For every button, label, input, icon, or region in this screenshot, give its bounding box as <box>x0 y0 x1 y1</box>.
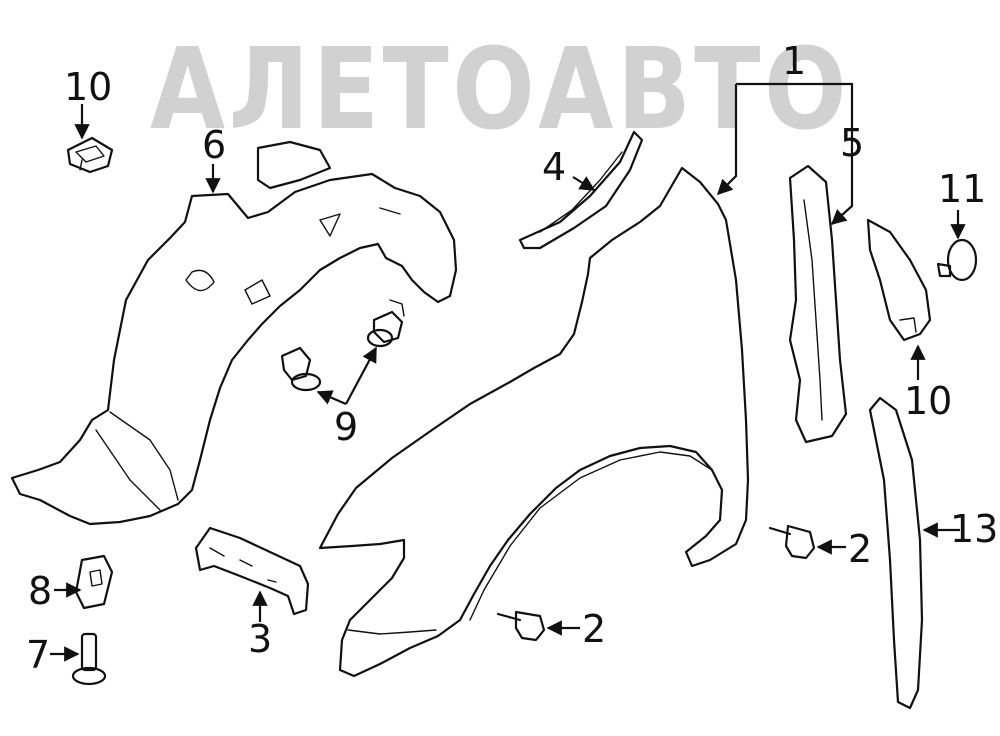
callout-9: 9 <box>334 405 358 449</box>
part-6-fender-liner <box>10 140 458 526</box>
part-12-plug <box>936 238 978 282</box>
callout-13: 13 <box>950 507 998 551</box>
part-2-bolt-lower <box>496 610 546 642</box>
callout-4: 4 <box>542 145 566 189</box>
part-4-seal-strip <box>518 130 644 250</box>
callout-5: 5 <box>840 121 864 165</box>
part-5-side-strip <box>788 164 848 444</box>
part-7-pin <box>71 632 107 686</box>
part-10-clip <box>66 136 114 174</box>
callout-2-lower: 2 <box>582 607 606 651</box>
callout-8: 8 <box>28 569 52 613</box>
callout-6: 6 <box>202 123 226 167</box>
callout-2-right: 2 <box>848 527 872 571</box>
callout-11: 10 <box>904 379 952 423</box>
callout-10: 10 <box>64 65 112 109</box>
part-2-bolt-right <box>768 524 816 560</box>
part-3-bracket <box>194 526 310 616</box>
callout-3: 3 <box>248 617 272 661</box>
callout-12: 11 <box>938 167 986 211</box>
part-9-push-rivets <box>280 299 405 392</box>
part-11-panel <box>866 218 932 342</box>
part-1-fender <box>318 166 750 678</box>
part-13-moulding <box>868 396 924 710</box>
callout-7: 7 <box>26 633 50 677</box>
callout-1: 1 <box>782 39 806 83</box>
part-8-nut <box>74 554 114 610</box>
watermark: АЛЕТОАВТО <box>150 25 850 155</box>
leader-lines <box>50 82 966 662</box>
